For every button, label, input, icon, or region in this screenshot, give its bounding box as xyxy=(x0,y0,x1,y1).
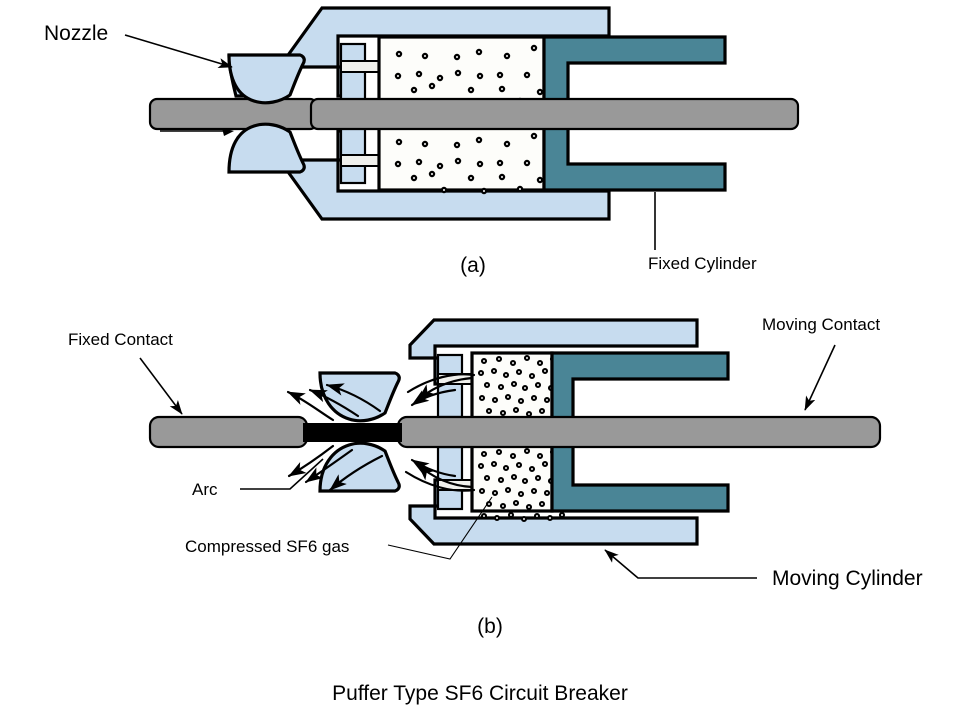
label-arc: Arc xyxy=(192,458,324,499)
moving-contact-a xyxy=(309,97,800,131)
fixed-cylinder-label: Fixed Cylinder xyxy=(648,254,757,273)
label-compressed-sf6-gas: Compressed SF6 gas xyxy=(185,496,493,560)
figure-title: Puffer Type SF6 Circuit Breaker xyxy=(332,682,628,705)
fixed-contact-label: Fixed Contact xyxy=(68,330,173,349)
moving-contact-b[interactable] xyxy=(396,415,882,449)
moving-contact-leader xyxy=(804,344,836,411)
fixed-contact-b[interactable] xyxy=(148,415,309,449)
caption-a: (a) xyxy=(460,254,486,277)
arc-label: Arc xyxy=(192,480,218,499)
piston-seal-lower-a xyxy=(340,154,382,167)
contacts-a xyxy=(148,97,800,131)
moving-cylinder-label: Moving Cylinder xyxy=(772,567,923,590)
piston-seal-upper-a xyxy=(340,60,382,73)
nozzle-a xyxy=(227,53,306,174)
figure-a: Nozzle Fixed Cylinder (a) xyxy=(44,6,800,277)
fixed-contact-leader xyxy=(139,357,183,415)
figure-b: Fixed Contact Moving Contact Arc Compres… xyxy=(68,315,923,638)
gas-flow-arrows-b xyxy=(286,373,476,492)
label-fixed-cylinder: Fixed Cylinder xyxy=(648,192,757,273)
label-nozzle: Nozzle xyxy=(44,22,233,69)
arc-leader xyxy=(240,458,324,490)
label-fixed-contact: Fixed Contact xyxy=(68,330,183,415)
moving-cylinder-leader xyxy=(604,549,757,579)
nozzle-label: Nozzle xyxy=(44,22,108,45)
label-moving-cylinder: Moving Cylinder xyxy=(604,549,923,590)
arc-b xyxy=(303,423,402,442)
compressed-sf6-gas-label: Compressed SF6 gas xyxy=(185,537,349,556)
contact-base-tick-a xyxy=(222,128,234,136)
label-moving-contact: Moving Contact xyxy=(762,315,880,411)
fixed-contact-a xyxy=(148,97,319,131)
nozzle-leader xyxy=(124,34,233,69)
moving-contact-label: Moving Contact xyxy=(762,315,880,334)
compressed-sf6-gas-leader xyxy=(387,496,493,560)
piston-channel-b xyxy=(436,353,477,511)
contacts-b xyxy=(148,415,882,449)
caption-b: (b) xyxy=(477,615,503,638)
